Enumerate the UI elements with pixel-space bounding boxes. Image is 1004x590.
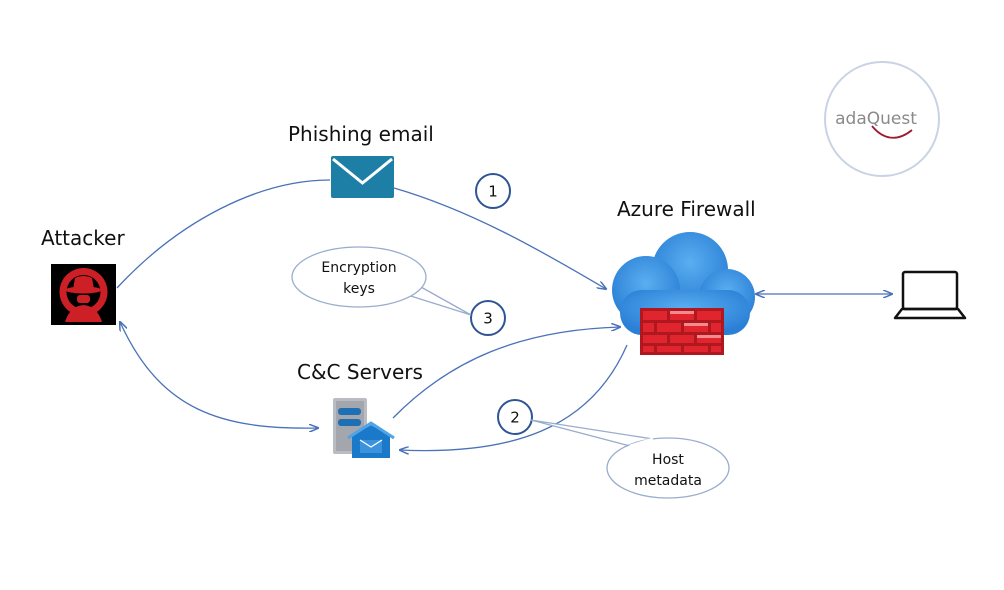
phishing-email-node: Phishing email xyxy=(288,122,434,198)
logo-text: adaQuest xyxy=(835,109,917,129)
arrow-email-to-firewall xyxy=(393,187,606,289)
step-2: 2 xyxy=(497,399,533,435)
encryption-keys-line-1: Encryption xyxy=(321,260,396,276)
laptop-icon xyxy=(893,270,967,320)
attacker-node: Attacker xyxy=(41,226,125,325)
cloud-firewall-icon xyxy=(612,232,755,355)
arrow-firewall-to-cc xyxy=(400,344,628,451)
connectors xyxy=(116,179,892,451)
attacker-label: Attacker xyxy=(41,226,125,250)
host-metadata-line-2: metadata xyxy=(634,473,702,489)
cc-servers-label: C&C Servers xyxy=(297,360,423,384)
server-icon xyxy=(333,398,395,458)
encryption-keys-line-2: keys xyxy=(343,281,375,297)
arrow-cc-to-firewall xyxy=(392,327,620,419)
mail-envelope-icon xyxy=(331,156,394,198)
azure-firewall-label: Azure Firewall xyxy=(617,197,756,221)
arrow-attacker-to-email xyxy=(116,179,331,289)
azure-firewall-node: Azure Firewall xyxy=(612,197,756,355)
arrow-cc-to-attacker xyxy=(120,322,318,428)
callout-encryption-keys: Encryption keys xyxy=(291,246,472,316)
hacker-icon xyxy=(51,264,116,325)
cc-servers-node: C&C Servers xyxy=(297,360,423,458)
brick-wall xyxy=(640,308,724,355)
step-1: 1 xyxy=(475,173,511,209)
step-3-number: 3 xyxy=(483,310,493,328)
step-2-number: 2 xyxy=(510,409,520,427)
phishing-email-label: Phishing email xyxy=(288,122,434,146)
callout-host-metadata: Host metadata xyxy=(530,419,730,499)
adaquest-logo: adaQuest xyxy=(824,61,940,177)
host-metadata-line-1: Host xyxy=(652,452,684,468)
laptop-node xyxy=(893,270,967,320)
step-1-number: 1 xyxy=(488,183,498,201)
step-3: 3 xyxy=(470,300,506,336)
